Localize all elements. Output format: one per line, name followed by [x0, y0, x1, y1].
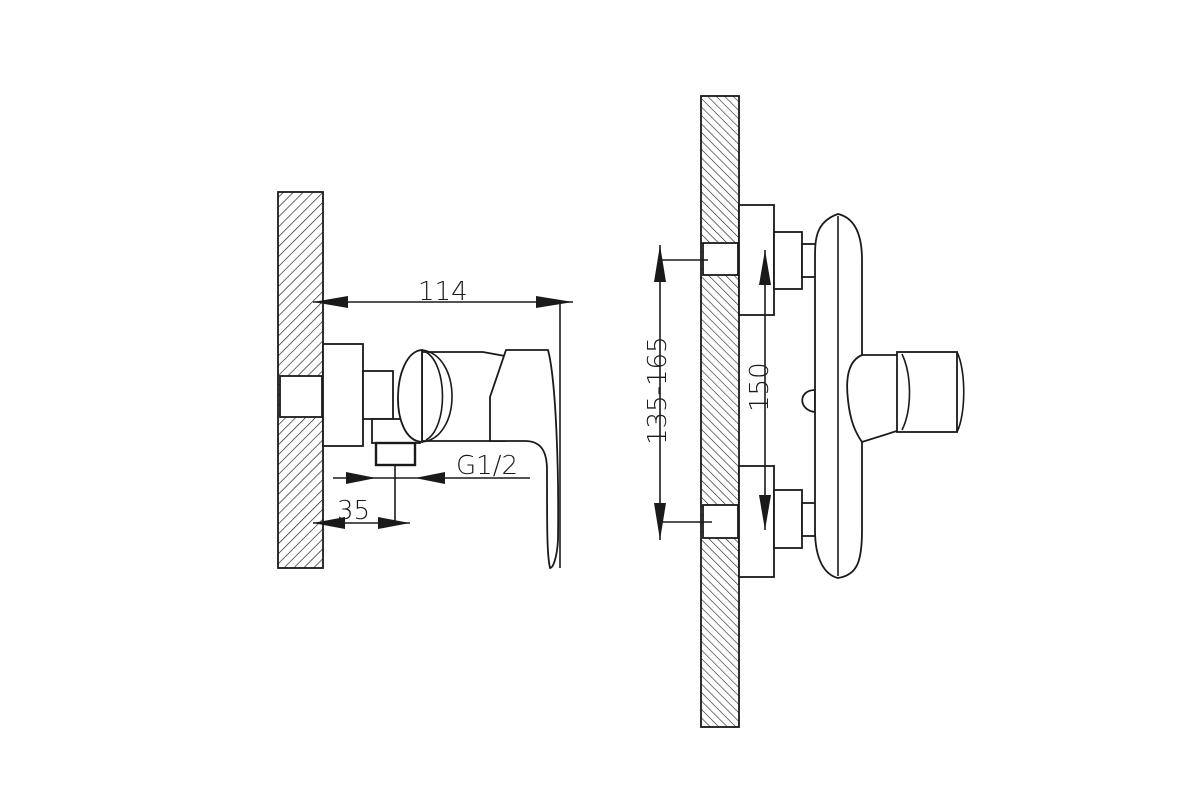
eccentric-bottom: [738, 465, 775, 578]
arrow-icon: [654, 503, 666, 540]
front-view: 135-165 150: [643, 95, 965, 728]
connector: [362, 370, 394, 420]
pipe-stub: [374, 441, 417, 467]
ball-joint-detail: [421, 349, 453, 443]
arrow-icon: [536, 296, 573, 308]
dim-35-label: 35: [337, 496, 370, 526]
nut-top: [773, 231, 803, 290]
arrow-icon: [378, 517, 410, 529]
arrow-icon: [346, 472, 376, 484]
arrow-icon: [415, 472, 445, 484]
arrow-icon: [313, 517, 345, 529]
dim-114-label: 114: [418, 277, 468, 307]
dim-150-label: 150: [745, 362, 775, 412]
wall-fitting-top: [702, 242, 739, 276]
outlet-detail: [901, 351, 965, 433]
outlet-neck: [846, 354, 901, 444]
eccentric-top: [738, 204, 775, 316]
wall-fitting: [279, 375, 323, 418]
arrow-icon: [313, 296, 348, 308]
side-view: 114 G1/2 35: [277, 191, 573, 569]
nipple-bottom: [801, 502, 817, 537]
nut-bottom: [773, 489, 803, 549]
nipple-top: [801, 243, 817, 278]
diverter-knob: [801, 389, 816, 414]
wall-section: [700, 95, 740, 728]
thread-label: G1/2: [456, 451, 518, 481]
arrow-icon: [759, 495, 771, 530]
ball-joint: [397, 349, 423, 443]
mounting-flange: [322, 343, 364, 447]
arrow-icon: [759, 250, 771, 285]
arrow-icon: [654, 245, 666, 282]
dim-135-165-label: 135-165: [643, 336, 673, 445]
lever-handle: [489, 349, 560, 569]
